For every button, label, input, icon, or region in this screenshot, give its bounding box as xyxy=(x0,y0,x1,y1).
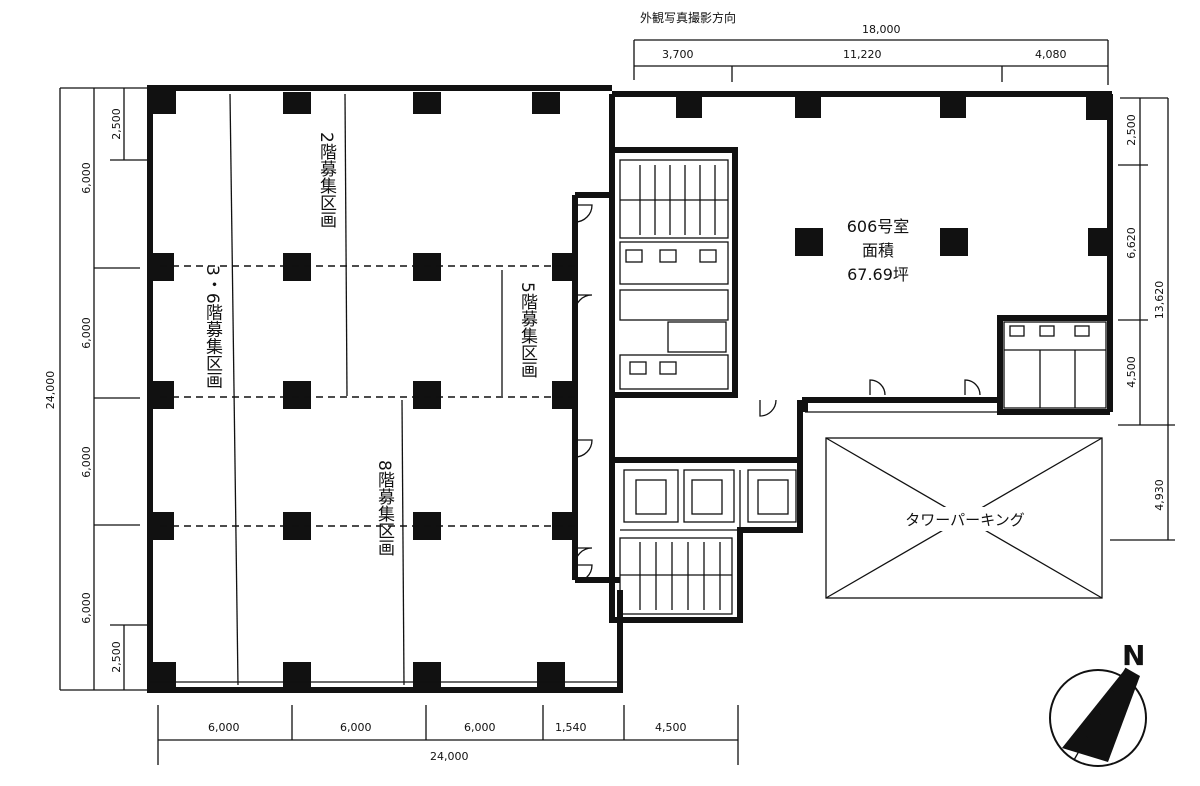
left-dimension-group: 24,000 6,000 6,000 6,000 6,000 2,500 2,5… xyxy=(44,87,148,691)
floor5-zone-label: 5階募集区画 xyxy=(517,282,538,378)
left-segment-dimension: 6,000 xyxy=(80,162,93,194)
column xyxy=(283,381,311,409)
left-segment-dimension: 6,000 xyxy=(80,317,93,349)
zone-lines xyxy=(150,93,620,686)
top-segment-dimension: 4,080 xyxy=(1035,48,1067,61)
compass-circle xyxy=(1049,669,1147,767)
column xyxy=(150,381,174,409)
column xyxy=(150,662,176,690)
room-area-label: 面積 xyxy=(862,241,894,260)
column xyxy=(676,96,702,118)
top-dimension-group: 外観写真撮影方向 18,000 3,700 11,220 4,080 xyxy=(633,10,1109,85)
tower-parking: タワーパーキング xyxy=(825,437,1103,599)
core-details xyxy=(619,159,1107,615)
column xyxy=(552,253,574,281)
top-segment-dimension: 3,700 xyxy=(662,48,694,61)
floor3-6-zone-label: 3・6階募集区画 xyxy=(202,265,223,389)
column xyxy=(1086,96,1112,120)
structural-columns xyxy=(150,88,1112,690)
bottom-total-dimension: 24,000 xyxy=(430,750,469,763)
column xyxy=(283,662,311,690)
left-segment-dimension: 6,000 xyxy=(80,592,93,624)
left-edge-dimension: 2,500 xyxy=(110,108,123,140)
bottom-segment-dimension: 6,000 xyxy=(340,721,372,734)
right-segment-dimension: 2,500 xyxy=(1125,114,1138,146)
photo-direction-label: 外観写真撮影方向 xyxy=(640,10,736,25)
right-segment-dimension: 6,620 xyxy=(1125,227,1138,259)
column xyxy=(413,662,441,690)
top-segment-dimension: 11,220 xyxy=(843,48,882,61)
column xyxy=(150,253,174,281)
column xyxy=(940,228,968,256)
doors xyxy=(574,204,981,583)
left-edge-dimension: 2,500 xyxy=(110,641,123,673)
room-area-value: 67.69坪 xyxy=(847,265,909,284)
column xyxy=(552,381,574,409)
column xyxy=(795,228,823,256)
left-total-dimension: 24,000 xyxy=(44,371,57,410)
zone-labels: 2階募集区画 3・6階募集区画 5階募集区画 8階募集区画 xyxy=(202,132,538,556)
bottom-dimension-group: 6,000 6,000 6,000 1,540 4,500 24,000 xyxy=(157,705,739,765)
column xyxy=(795,96,821,118)
column xyxy=(532,92,560,114)
column xyxy=(283,253,311,281)
parking-dimension: 4,930 xyxy=(1153,479,1166,511)
column xyxy=(413,92,441,114)
right-total-dimension: 13,620 xyxy=(1153,281,1166,320)
column xyxy=(150,88,176,114)
top-total-dimension: 18,000 xyxy=(862,23,901,36)
column xyxy=(537,662,565,690)
bottom-segment-dimension: 1,540 xyxy=(555,721,587,734)
column xyxy=(1088,228,1110,256)
column xyxy=(413,381,441,409)
north-arrow-icon xyxy=(1062,668,1140,762)
column xyxy=(940,96,966,118)
bottom-segment-dimension: 6,000 xyxy=(464,721,496,734)
bottom-segment-dimension: 6,000 xyxy=(208,721,240,734)
floor2-zone-label: 2階募集区画 xyxy=(316,132,337,228)
north-arrow: N xyxy=(1049,639,1147,767)
right-dimension-group: 2,500 6,620 4,500 13,620 4,930 xyxy=(1110,97,1175,541)
left-segment-dimension: 6,000 xyxy=(80,446,93,478)
bottom-segment-dimension: 4,500 xyxy=(655,721,687,734)
room-606: 606号室 面積 67.69坪 xyxy=(847,217,910,284)
tower-parking-label: タワーパーキング xyxy=(905,511,1024,529)
column xyxy=(283,92,311,114)
north-label: N xyxy=(1122,639,1145,672)
right-segment-dimension: 4,500 xyxy=(1125,356,1138,388)
room-number-label: 606号室 xyxy=(847,217,910,236)
floor8-zone-label: 8階募集区画 xyxy=(374,460,395,556)
column xyxy=(413,253,441,281)
